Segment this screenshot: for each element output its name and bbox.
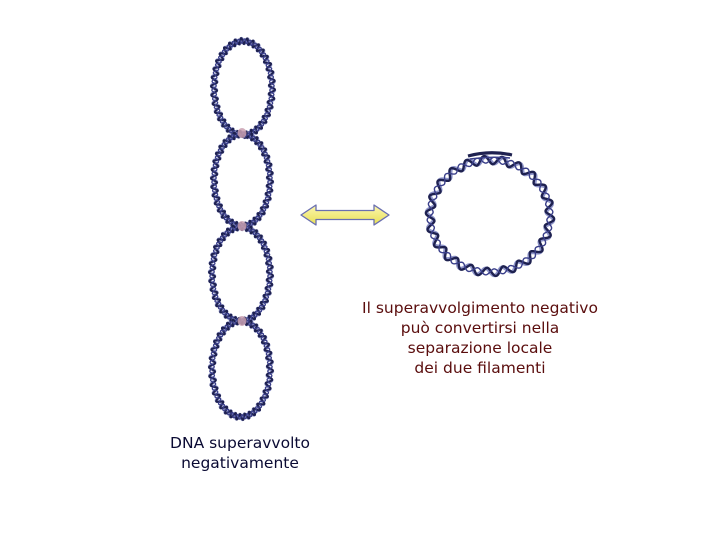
strand-separation-caption: Il superavvolgimento negativo può conver… (330, 298, 630, 378)
crossover-node (238, 316, 247, 326)
supercoil-loop (211, 131, 273, 229)
relaxed-dna-circle (426, 153, 554, 276)
negatively-supercoiled-dna (209, 38, 275, 420)
crossover-node (238, 128, 247, 138)
crossover-node (238, 221, 247, 231)
supercoil-loop (211, 38, 275, 138)
melted-strand-bubble (468, 153, 512, 156)
double-headed-arrow (301, 205, 389, 225)
supercoiled-dna-caption: DNA superavvolto negativamente (150, 433, 330, 473)
supercoil-loop (209, 224, 273, 324)
supercoil-loop (209, 318, 273, 420)
